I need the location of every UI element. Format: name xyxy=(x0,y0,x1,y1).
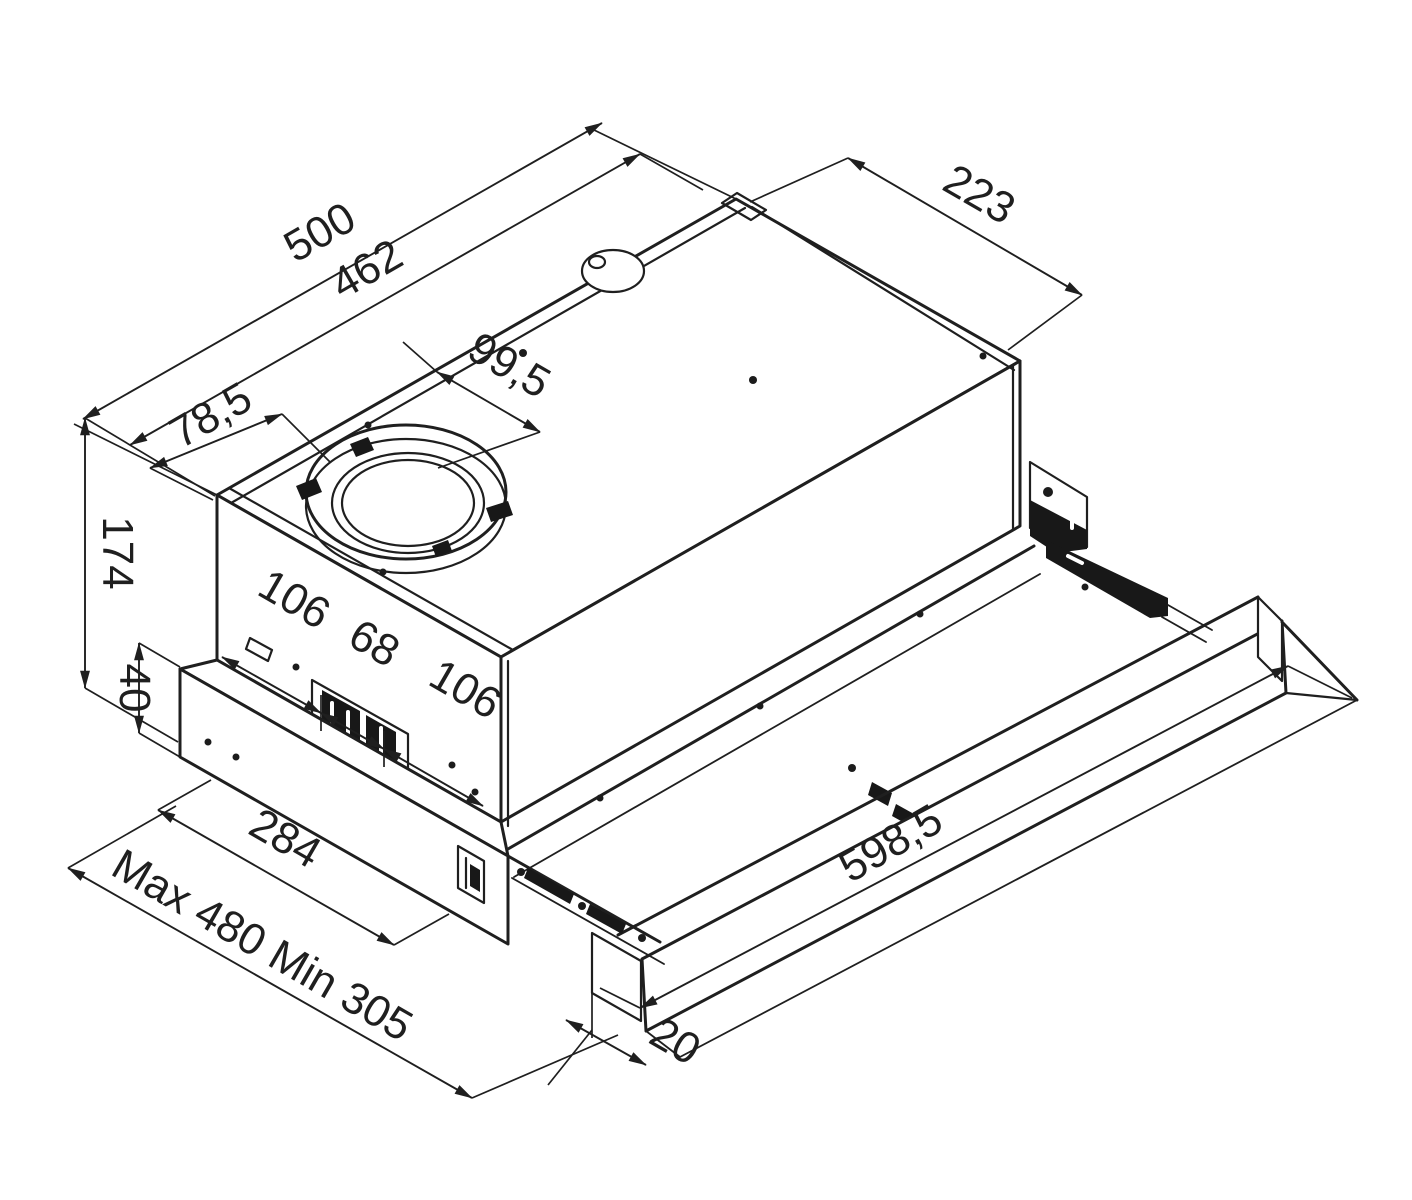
rail-dash xyxy=(586,904,626,934)
slide-rail-left xyxy=(506,854,665,965)
cable-hole xyxy=(580,248,646,294)
loose-screw-dot xyxy=(848,764,856,772)
dim-label-174: 174 xyxy=(93,516,142,589)
flange-inner-ring xyxy=(330,451,486,555)
slide-rail-right xyxy=(1046,540,1213,643)
dim-visor-height-40: 40 xyxy=(110,642,181,758)
screw-dot xyxy=(749,376,757,384)
band-dot xyxy=(916,610,924,618)
side-hole-dot xyxy=(471,788,479,796)
screw-dot xyxy=(1081,583,1089,591)
visor-dot xyxy=(232,753,240,761)
rail-top xyxy=(506,854,662,944)
rail-dot xyxy=(638,934,646,942)
rail-bar xyxy=(1046,540,1168,618)
bracket-angle xyxy=(1030,500,1087,553)
cable-hole-ring xyxy=(580,248,646,294)
flange-inner-ring-2 xyxy=(340,458,476,548)
body-front-right-face xyxy=(499,359,1022,824)
side-hole-dot xyxy=(292,663,300,671)
dim-label-depth-range: Max 480 Min 305 xyxy=(104,840,421,1051)
band-dot xyxy=(756,702,764,710)
dim-height-174: 174 xyxy=(80,417,216,743)
panel-bottom-join xyxy=(1284,691,1359,702)
flange-clip-left xyxy=(296,478,322,500)
rail-thin-b xyxy=(1161,616,1207,643)
flange-clip-bottom xyxy=(432,540,452,557)
flange-clip-right xyxy=(486,501,513,522)
rail-dot xyxy=(517,868,525,876)
band-dot xyxy=(596,794,604,802)
rail-dash xyxy=(524,868,574,904)
dim-label-40: 40 xyxy=(110,664,159,713)
panel-flange-lip xyxy=(1280,620,1359,702)
rail-notch xyxy=(1066,554,1084,565)
screw-dot xyxy=(979,352,987,360)
panel-floor-join xyxy=(645,1030,681,1058)
dim-label-78-5: 78,5 xyxy=(161,373,260,458)
panel-floor-edge xyxy=(679,699,1358,1058)
rail-bottom xyxy=(511,877,665,965)
bracket-hole xyxy=(1043,487,1053,497)
screw-dot xyxy=(364,421,372,429)
mounting-bracket xyxy=(1028,460,1089,553)
side-hole-dot xyxy=(448,761,456,769)
dim-label-223: 223 xyxy=(935,155,1023,234)
rail-dot xyxy=(578,902,586,910)
visor-dot xyxy=(204,738,212,746)
